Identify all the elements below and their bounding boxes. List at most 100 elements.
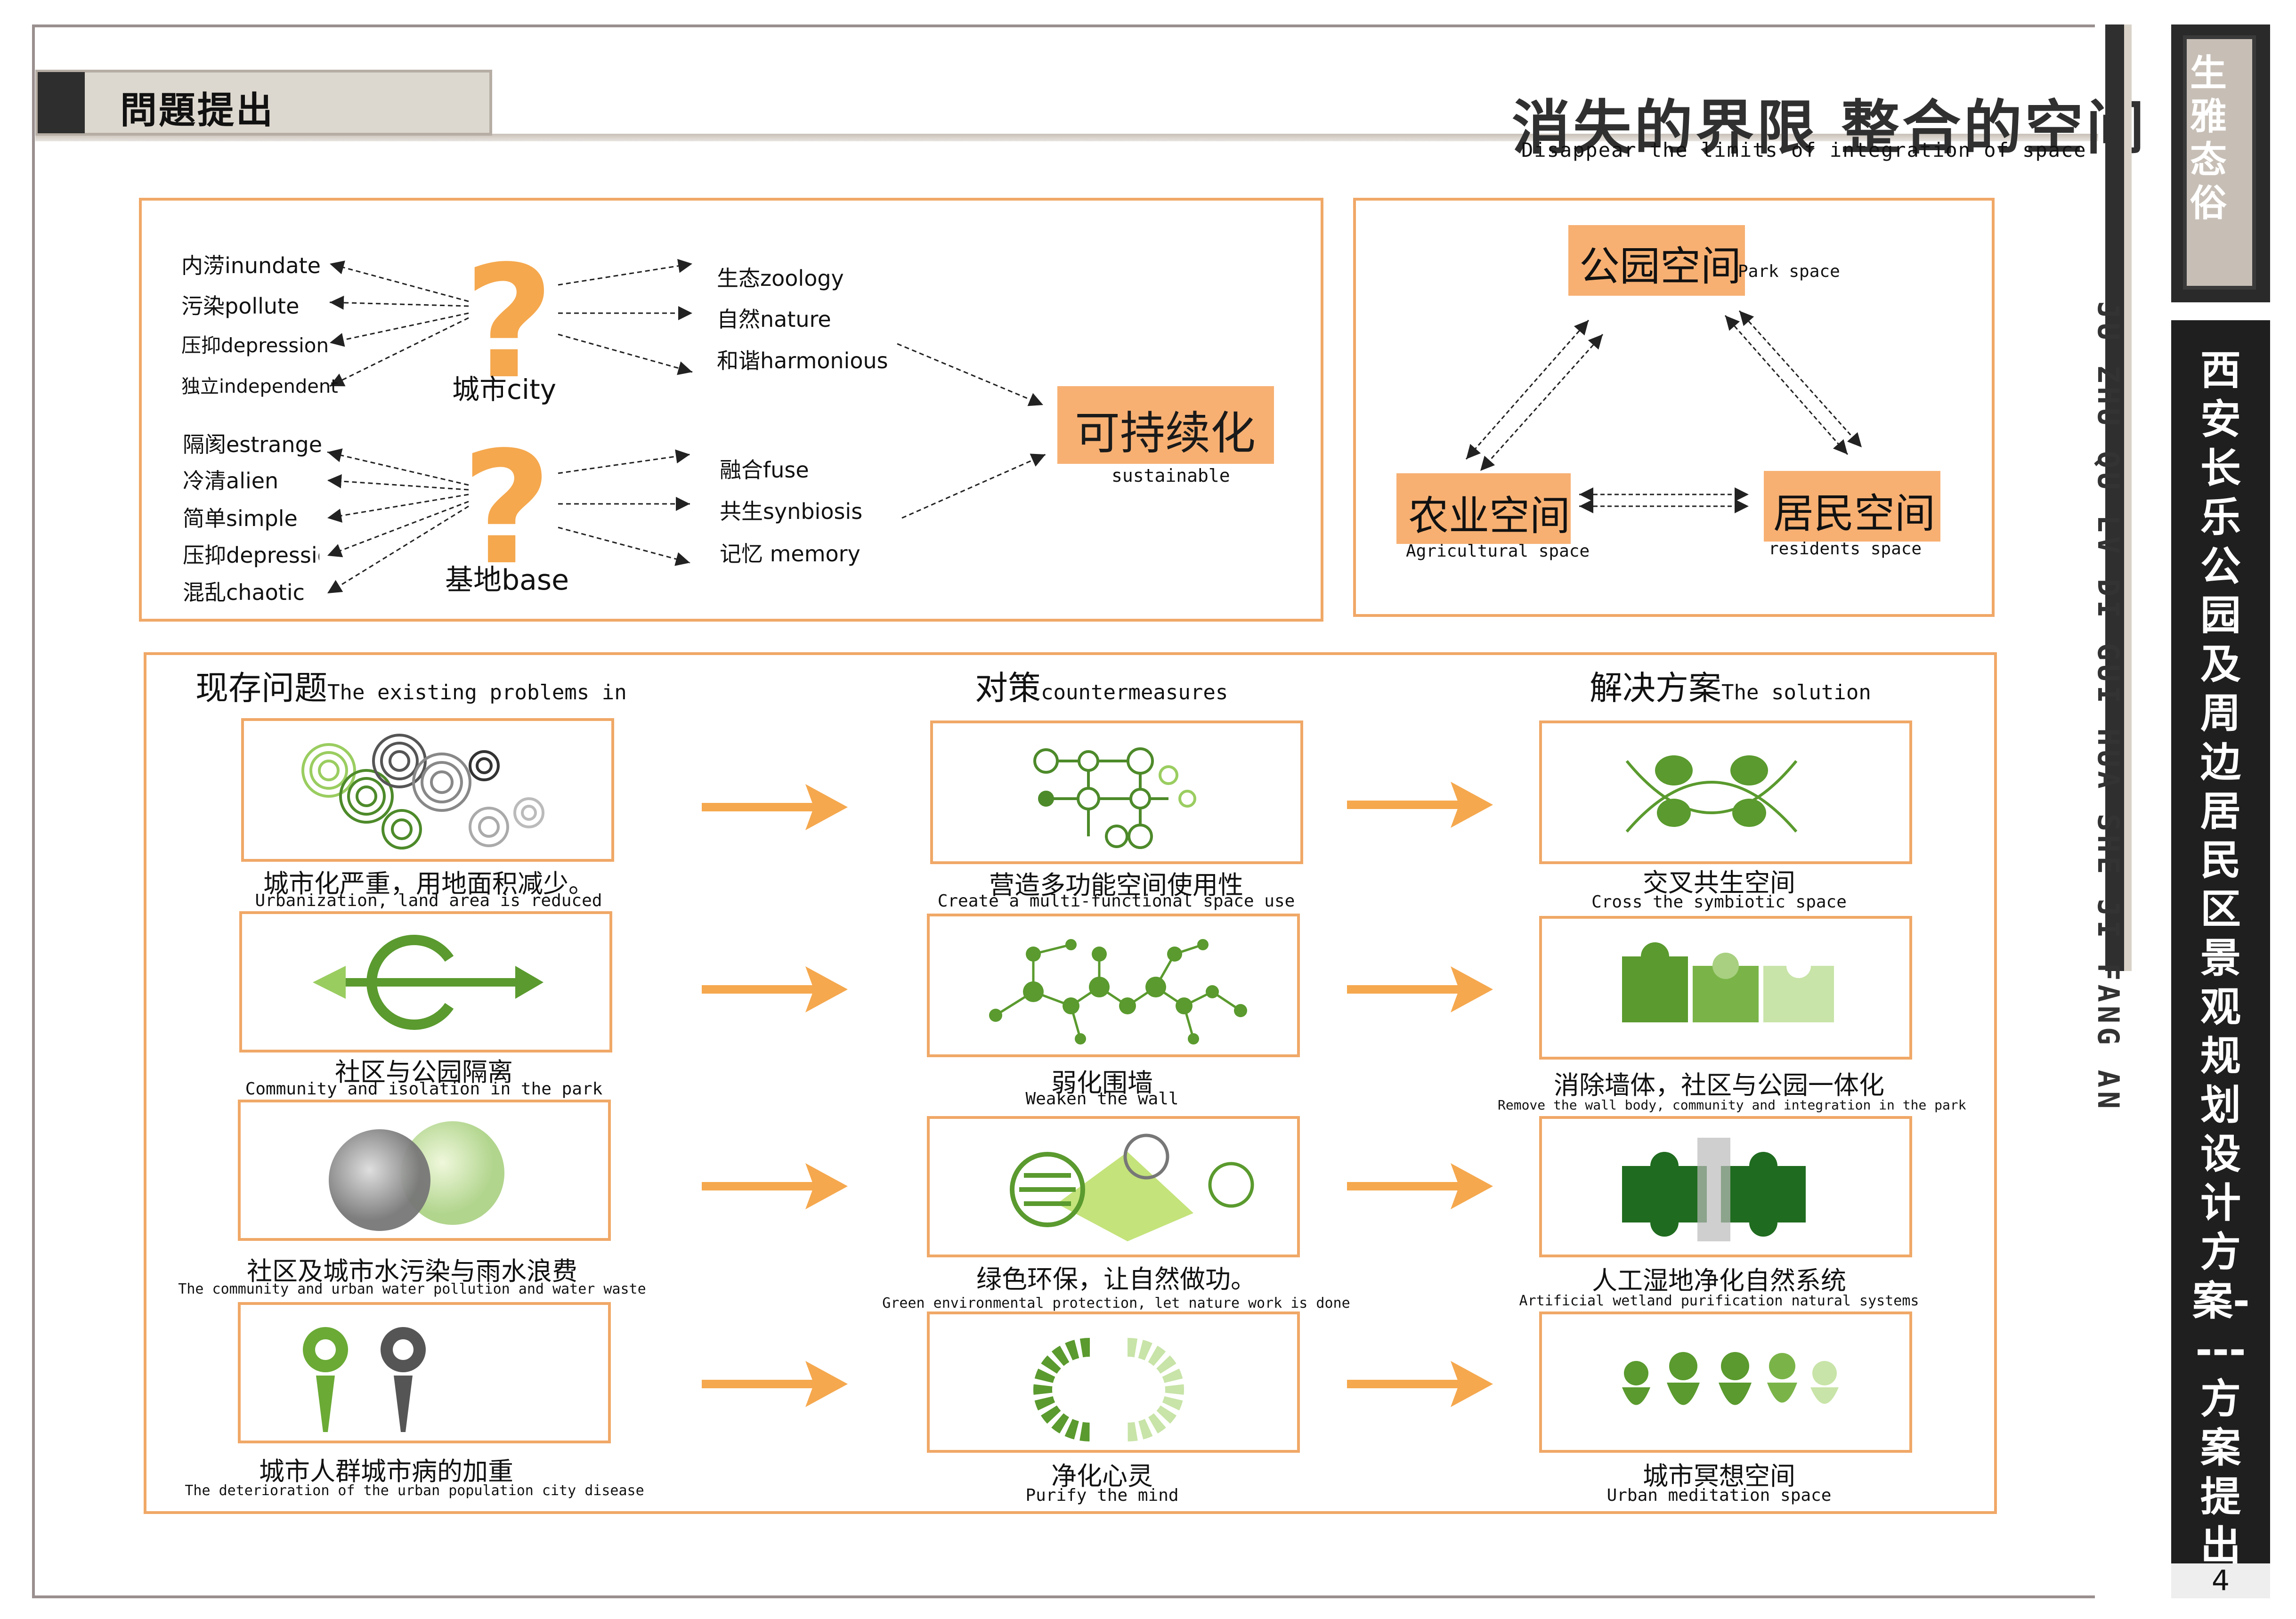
problem-image-box bbox=[238, 1302, 611, 1443]
solution-image-box bbox=[1539, 1116, 1912, 1257]
logo-text: 生雅态俗 bbox=[2190, 52, 2227, 225]
problem-caption: 社区与公园隔离 bbox=[335, 1057, 513, 1087]
problem-caption: 社区及城市水污染与雨水浪费 bbox=[247, 1256, 577, 1286]
col-head-countermeasures: 对策countermeasures bbox=[975, 669, 1228, 707]
solution-caption: 交叉共生空间 bbox=[1643, 868, 1795, 898]
green-circles-icon bbox=[1010, 1133, 1254, 1241]
circles-icon bbox=[301, 734, 544, 850]
molecule-icon bbox=[989, 939, 1247, 1044]
countermeasure-to-solution-arrows bbox=[1347, 782, 1493, 1407]
base-term: 简单simple bbox=[183, 506, 298, 531]
problem-to-countermeasure-arrows bbox=[702, 784, 848, 1407]
pinyin-title: JU ZHU QU LV DI GUI HUA SHE JI FANG AN bbox=[2091, 301, 2126, 1113]
countermeasure-caption-en: Create a multi-functional space use bbox=[937, 891, 1295, 911]
title-panel bbox=[2171, 320, 2270, 1563]
countermeasure-image-box bbox=[927, 1116, 1300, 1257]
city-base-panel bbox=[139, 198, 1323, 622]
park-space-en: Park space bbox=[1738, 262, 1840, 281]
resi-space-box bbox=[1764, 471, 1940, 542]
problem-image-box bbox=[241, 718, 614, 862]
problem-image-box bbox=[238, 1100, 611, 1241]
solution-caption-en: Cross the symbiotic space bbox=[1591, 892, 1847, 912]
question-mark-icon: ? bbox=[464, 232, 554, 413]
section-header-marker bbox=[38, 72, 85, 133]
symbiotic-icon bbox=[1625, 755, 1798, 833]
resi-space-label: 居民空间 bbox=[1773, 490, 1935, 537]
city-term: 独立independent bbox=[181, 376, 338, 397]
people-icon bbox=[303, 1327, 426, 1432]
frame-left bbox=[32, 24, 35, 1598]
agri-space-box bbox=[1396, 473, 1571, 544]
city-goal: 生态zoology bbox=[717, 266, 844, 291]
analysis-panel bbox=[144, 652, 1997, 1514]
space-arrows bbox=[1465, 310, 1863, 513]
countermeasure-caption: 绿色环保，让自然做功。 bbox=[976, 1264, 1256, 1294]
header-rule bbox=[35, 134, 2098, 141]
section-title: 問題提出 bbox=[120, 89, 275, 132]
gear-puzzle-icon bbox=[1622, 1138, 1806, 1241]
page-subtitle: Disappear the limits of integration of s… bbox=[1521, 138, 2087, 162]
col-head-solution: 解决方案The solution bbox=[1590, 669, 1871, 707]
page-number: 4 bbox=[2171, 1563, 2270, 1598]
resi-space-en: residents space bbox=[1769, 539, 1922, 559]
isolation-arrows-icon bbox=[313, 935, 544, 1030]
problem-caption: 城市化严重，用地面积减少。 bbox=[263, 869, 594, 899]
side-bar-light bbox=[2124, 24, 2132, 971]
countermeasure-caption: 弱化围墙 bbox=[1051, 1068, 1153, 1098]
solution-image-box bbox=[1539, 916, 1912, 1060]
base-term: 冷清alien bbox=[183, 468, 279, 494]
project-title: 西安长乐公园及周边居民区景观规划设计方案----方案提出 bbox=[2192, 347, 2250, 1570]
overlap-circles-icon bbox=[329, 1121, 504, 1231]
park-space-box bbox=[1568, 225, 1745, 296]
park-space-label: 公园空间 bbox=[1579, 243, 1741, 290]
agri-space-label: 农业空间 bbox=[1408, 493, 1570, 540]
base-goal: 融合fuse bbox=[720, 457, 809, 483]
city-term: 压抑depression bbox=[181, 334, 329, 357]
space-panel bbox=[1353, 198, 1995, 617]
countermeasure-image-box bbox=[927, 1311, 1300, 1453]
city-base-arrows bbox=[327, 259, 1046, 594]
puzzle-icon bbox=[1622, 942, 1834, 1022]
sustainable-label: 可持续化 bbox=[1075, 407, 1256, 460]
city-goal: 自然nature bbox=[717, 307, 831, 332]
side-bar bbox=[2105, 24, 2124, 971]
question-mark-icon: ? bbox=[462, 418, 552, 599]
countermeasure-caption-en: Purify the mind bbox=[1025, 1486, 1179, 1505]
page-frame bbox=[32, 24, 2095, 1598]
logo-frame bbox=[2183, 35, 2256, 290]
problem-caption-en: The deterioration of the urban populatio… bbox=[185, 1482, 644, 1499]
base-term: 隔阂estrange bbox=[183, 432, 323, 457]
countermeasure-image-box bbox=[927, 914, 1300, 1057]
base-label: 基地base bbox=[445, 564, 569, 597]
city-term: 污染pollute bbox=[181, 293, 300, 319]
solution-image-box bbox=[1539, 1311, 1912, 1453]
city-term: 内涝inundate bbox=[181, 253, 321, 278]
countermeasure-caption: 净化心灵 bbox=[1051, 1461, 1153, 1491]
base-goal: 记忆 memory bbox=[720, 541, 860, 567]
problem-caption-en: Urbanization, land area is reduced bbox=[255, 891, 602, 910]
countermeasure-image-box bbox=[930, 720, 1303, 864]
agri-space-en: Agricultural space bbox=[1406, 542, 1590, 561]
base-term: 混乱chaotic bbox=[183, 580, 305, 605]
page-title: 消失的界限 整合的空间 bbox=[1512, 94, 2148, 162]
sustainable-en: sustainable bbox=[1111, 465, 1230, 486]
countermeasure-caption: 营造多功能空间使用性 bbox=[989, 870, 1243, 900]
solution-image-box bbox=[1539, 720, 1912, 864]
problem-image-box bbox=[239, 911, 612, 1052]
city-goal: 和谐harmonious bbox=[717, 348, 888, 373]
solution-caption-en: Artificial wetland purification natural … bbox=[1519, 1293, 1919, 1309]
col-head-problems: 现存问题The existing problems in bbox=[195, 669, 627, 707]
solution-caption: 消除墙体，社区与公园一体化 bbox=[1554, 1070, 1884, 1100]
problem-caption-en: The community and urban water pollution … bbox=[178, 1281, 646, 1297]
base-term: 压抑depression bbox=[183, 542, 319, 568]
section-header-box bbox=[35, 70, 492, 136]
solution-caption: 人工湿地净化自然系统 bbox=[1592, 1266, 1846, 1295]
solution-caption: 城市冥想空间 bbox=[1643, 1461, 1795, 1491]
meditation-people-icon bbox=[1622, 1352, 1839, 1405]
problem-caption: 城市人群城市病的加重 bbox=[259, 1457, 513, 1486]
sustainable-box bbox=[1057, 386, 1274, 464]
problem-caption-en: Community and isolation in the park bbox=[245, 1079, 603, 1099]
countermeasure-caption-en: Green environmental protection, let natu… bbox=[882, 1295, 1350, 1311]
solution-caption-en: Urban meditation space bbox=[1606, 1486, 1832, 1505]
city-label: 城市city bbox=[452, 373, 557, 405]
